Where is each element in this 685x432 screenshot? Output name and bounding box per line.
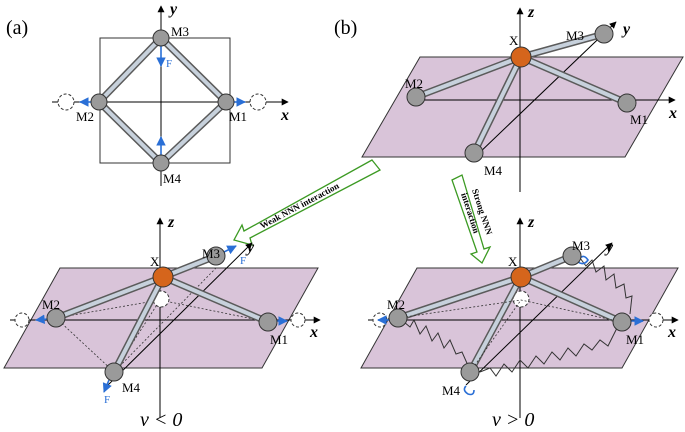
ghost-atom-right-neg [290, 312, 306, 328]
y-axis-label-pos: y [604, 239, 614, 256]
atom-m1-a [217, 93, 235, 111]
atom-m2-pos [388, 308, 408, 328]
ghost-atom-right-pos [648, 312, 664, 328]
bonds-pos [394, 252, 626, 376]
label-m2-neg: M2 [42, 297, 60, 312]
unit-cell-box [99, 37, 231, 164]
dashed-lines-pos [397, 299, 623, 373]
label-m1-neg: M1 [270, 332, 288, 347]
caption-pos: ν > 0 [492, 409, 534, 431]
panel-neg: z x y F F X M2 M1 M3 M4 ν < 0 [3, 214, 321, 431]
panel-b-label: (b) [334, 17, 357, 39]
atom-m4-b [464, 143, 484, 163]
label-m3-pos: M3 [572, 238, 590, 253]
force-down-neg [102, 379, 112, 393]
label-m4-neg: M4 [122, 380, 141, 395]
label-x-pos: X [508, 254, 518, 269]
y-axis-neg [107, 242, 253, 386]
y-axis-b [475, 21, 617, 157]
label-m3-a: M3 [171, 24, 189, 39]
label-m1-b: M1 [630, 112, 648, 127]
label-m3-b: M3 [566, 28, 584, 43]
x-axis-label-a: x [280, 107, 289, 124]
weak-arrow-shape [233, 159, 382, 246]
force-left-neg [35, 314, 49, 325]
z-axis-label-pos: z [527, 214, 535, 231]
ghost-atom-center-pos [512, 290, 530, 308]
z-axis-label-b: z [527, 4, 535, 21]
label-m1-a: M1 [229, 109, 247, 124]
label-m3-neg: M3 [202, 246, 220, 261]
bonds-neg [52, 252, 272, 376]
y-axis-label-b: y [621, 21, 631, 38]
x-axis-label-b: x [668, 105, 677, 122]
force-label-a: F [166, 58, 172, 70]
atom-m4-a [152, 154, 170, 172]
label-m4-b: M4 [484, 163, 503, 178]
panel-pos: z x y X M2 M1 M3 M4 ν > 0 [360, 214, 679, 431]
label-m4-pos: M4 [442, 383, 461, 398]
x-axis-label-pos: x [667, 324, 676, 341]
atom-x-neg [152, 266, 174, 288]
force-curl-m3-pos [577, 255, 589, 265]
atom-m2-a [90, 93, 108, 111]
label-m4-a: M4 [163, 171, 182, 186]
z-axis-label-neg: z [167, 214, 175, 231]
strong-arrow-shape [451, 174, 492, 265]
label-m2-pos: M2 [387, 297, 405, 312]
atom-m1-neg [258, 312, 278, 332]
force-curl-m4-pos [463, 385, 475, 396]
atom-m1-pos [612, 312, 632, 332]
ghost-atom-left-neg [14, 312, 30, 328]
atom-m4-pos [460, 362, 480, 382]
atom-m3-a [152, 29, 170, 47]
label-x-b: X [509, 33, 519, 48]
ghost-atom-right [249, 93, 267, 111]
y-axis-pos [465, 242, 613, 386]
weak-arrow: Weak NNN interaction [233, 159, 382, 246]
atom-m3-neg [206, 246, 226, 266]
atom-m3-pos [562, 246, 582, 266]
y-axis-label-a: y [168, 1, 178, 18]
atom-m2-neg [46, 308, 66, 328]
atom-x-b [510, 46, 532, 68]
strong-arrow: Strong NNN interaction [451, 174, 494, 265]
bonds-a [95, 34, 230, 167]
label-m1-pos: M1 [626, 332, 644, 347]
label-m2-a: M2 [76, 109, 94, 124]
y-axis-label-neg: y [245, 239, 255, 256]
ghost-atom-left [57, 93, 75, 111]
force-label-neg-1: F [240, 255, 246, 267]
label-x-neg: X [150, 254, 160, 269]
caption-neg: ν < 0 [140, 409, 182, 431]
atom-m3-b [594, 24, 614, 44]
plane-b [361, 56, 684, 158]
panel-b: (b) z x y X M2 M1 M3 M4 [334, 4, 684, 192]
weak-arrow-text: Weak NNN interaction [258, 181, 340, 231]
panel-a: (a) x y F M3 M1 M4 M2 [6, 1, 289, 186]
atom-m2-b [406, 87, 426, 107]
bonds-b [412, 30, 631, 157]
atom-m4-neg [104, 362, 124, 382]
label-m2-b: M2 [405, 76, 423, 91]
atom-x-pos [510, 266, 532, 288]
x-axis-label-neg: x [309, 324, 318, 341]
atom-m1-b [617, 93, 637, 113]
springs-pos [403, 257, 633, 377]
panel-a-label: (a) [6, 17, 28, 39]
force-label-neg-2: F [104, 394, 110, 406]
